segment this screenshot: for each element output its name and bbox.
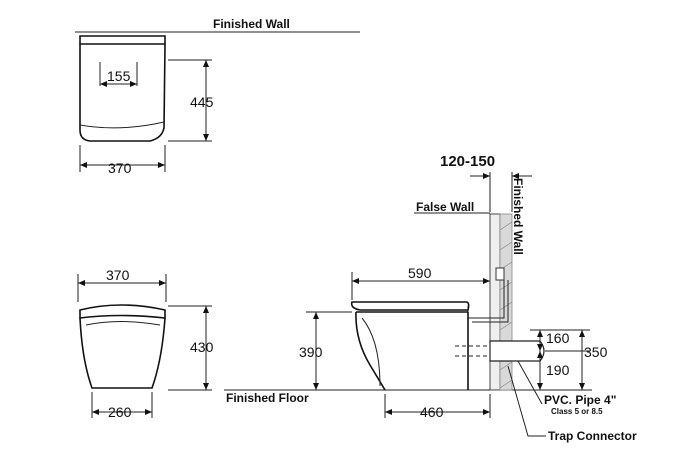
front-view: 370 430 260: [77, 267, 214, 420]
side-base-dim: 460: [420, 404, 444, 420]
front-bowl: [79, 317, 166, 389]
side-trap-label: Trap Connector: [548, 429, 637, 443]
front-seat-line: [85, 321, 161, 326]
side-false-wall: [489, 213, 501, 391]
top-depth-dim: 445: [190, 94, 214, 110]
top-outlet-dim: 155: [107, 68, 131, 84]
side-trap-dashed: [455, 345, 490, 357]
side-height-dim: 390: [299, 344, 323, 360]
side-lid: [350, 301, 470, 311]
top-view: Finished Wall 155 445 370: [75, 17, 360, 176]
side-pipe-class-label: Class 5 or 8.5: [551, 407, 603, 416]
side-view: 120-150 False Wall Finished Wall 590: [299, 153, 637, 443]
side-pipe-top-dim: 160: [546, 330, 570, 346]
front-top-dim: 370: [106, 267, 130, 283]
side-tank-fitting: [495, 267, 505, 281]
side-pipe-center-dim: 350: [584, 344, 608, 360]
front-lid: [79, 304, 166, 319]
side-flush-pipe-outer: [472, 280, 509, 323]
side-pvc-label: PVC. Pipe 4": [544, 393, 616, 407]
top-seat-line: [79, 121, 165, 129]
side-bowl-inner: [361, 317, 381, 387]
top-finished-wall-label: Finished Wall: [213, 17, 290, 31]
side-trap-leader: [507, 365, 546, 437]
finished-floor-label: Finished Floor: [226, 391, 309, 405]
top-tank-outline: [79, 35, 166, 45]
side-finished-wall-label: Finished Wall: [511, 178, 525, 255]
side-wall-gap-dim: 120-150: [440, 153, 495, 170]
side-false-wall-label: False Wall: [416, 200, 474, 214]
front-base-dim: 260: [108, 404, 132, 420]
side-length-dim: 590: [408, 265, 432, 281]
side-pvc-pipe: [489, 340, 545, 362]
top-bowl-outline: [79, 43, 166, 142]
top-width-dim: 370: [108, 160, 132, 176]
side-pipe-bottom-dim: 190: [546, 362, 570, 378]
side-pvc-leader: [517, 360, 543, 405]
side-bowl-front: [355, 311, 386, 391]
front-height-dim: 430: [190, 339, 214, 355]
